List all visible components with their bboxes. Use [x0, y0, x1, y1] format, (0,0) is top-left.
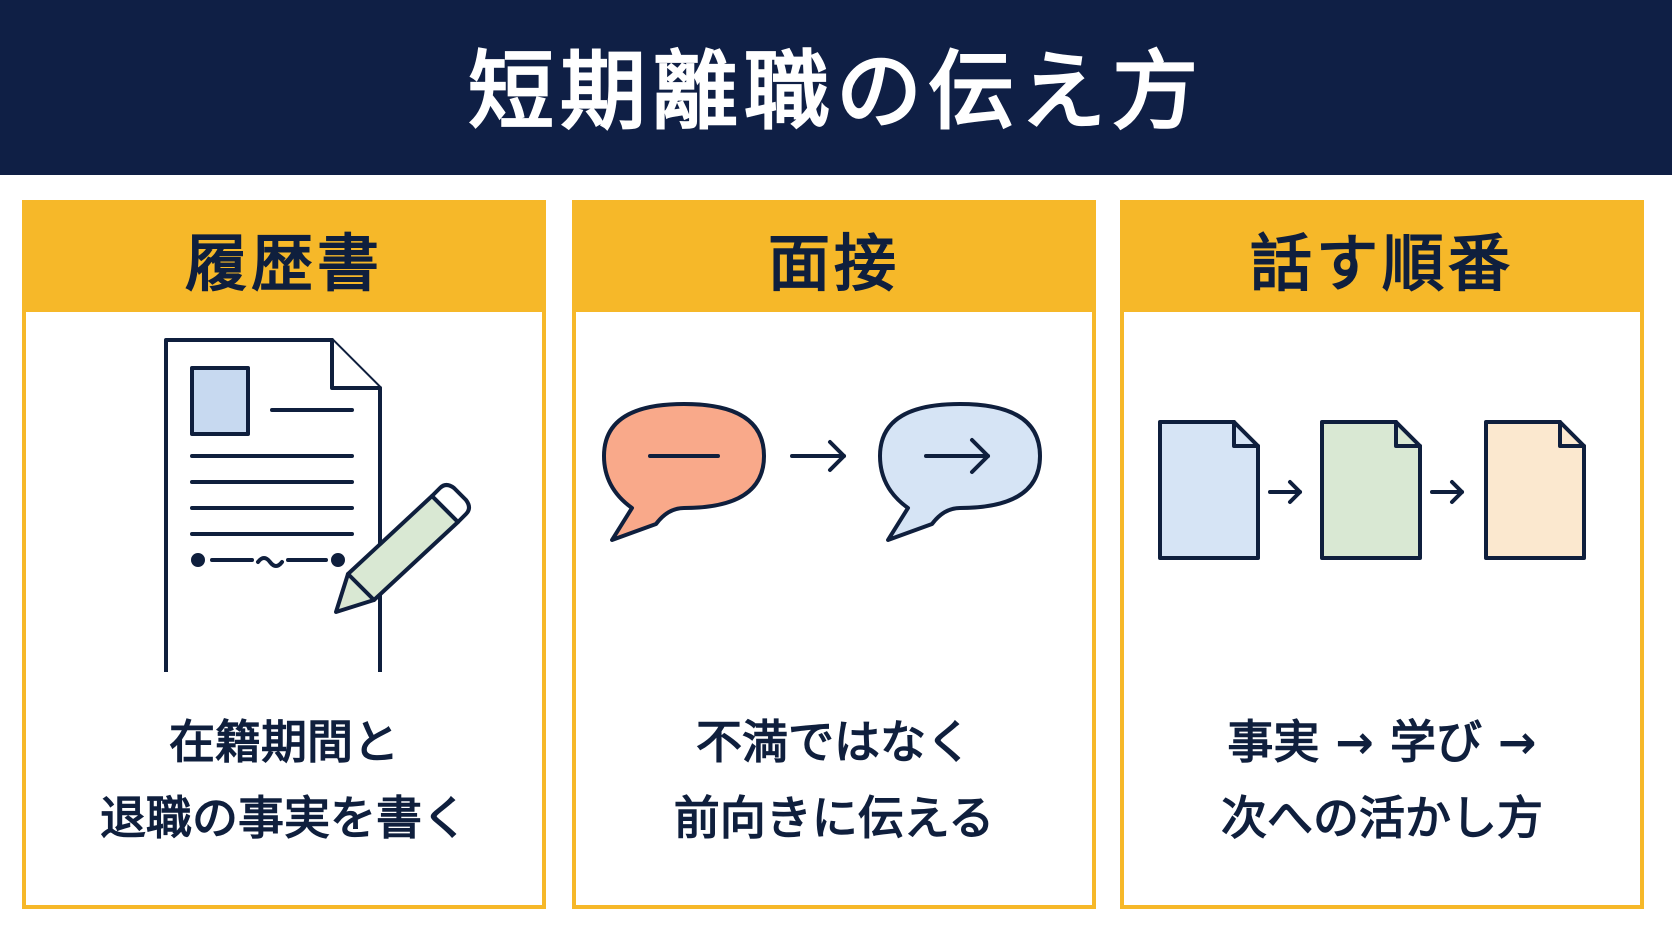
transition-arrow-icon [828, 440, 846, 472]
description-line: 事実 → 学び → [1227, 715, 1537, 769]
pencil-icon [334, 483, 471, 614]
positive-speech-bubble [878, 402, 1042, 542]
card-title: 話す順番 [1249, 227, 1514, 300]
card-header: 話す順番 [1124, 204, 1640, 312]
document-sequence-icon [1158, 420, 1586, 560]
card-description: 在籍期間と 退職の事実を書く [26, 704, 542, 856]
photo-box [190, 366, 250, 436]
description-line: 次への活かし方 [1221, 791, 1543, 845]
description-line: 前向きに伝える [673, 791, 995, 845]
card-interview: 面接 不満ではなく 前向きに伝える [572, 200, 1096, 909]
description-line: 退職の事実を書く [100, 791, 468, 845]
negative-speech-bubble [602, 402, 766, 542]
description-line: 在籍期間と [169, 715, 399, 769]
description-line: 不満ではなく [696, 715, 972, 769]
card-speaking-order: 話す順番 事実 → 学び → 次への活かし方 [1120, 200, 1644, 909]
card-description: 事実 → 学び → 次への活かし方 [1124, 704, 1640, 856]
document-next-step-icon [1484, 420, 1586, 560]
card-title: 履歴書 [184, 227, 383, 300]
document-learning-icon [1320, 420, 1422, 560]
page-title: 短期離職の伝え方 [468, 42, 1204, 142]
header-banner: 短期離職の伝え方 [0, 0, 1672, 175]
card-header: 履歴書 [26, 204, 542, 312]
card-description: 不満ではなく 前向きに伝える [576, 704, 1092, 856]
card-resume: 履歴書 在籍期間と 退職の事実を書く [22, 200, 546, 909]
resume-with-pencil-icon [164, 338, 471, 672]
card-header: 面接 [576, 204, 1092, 312]
document-fact-icon [1158, 420, 1260, 560]
card-title: 面接 [767, 227, 900, 300]
speech-bubbles-icon [602, 402, 1042, 542]
